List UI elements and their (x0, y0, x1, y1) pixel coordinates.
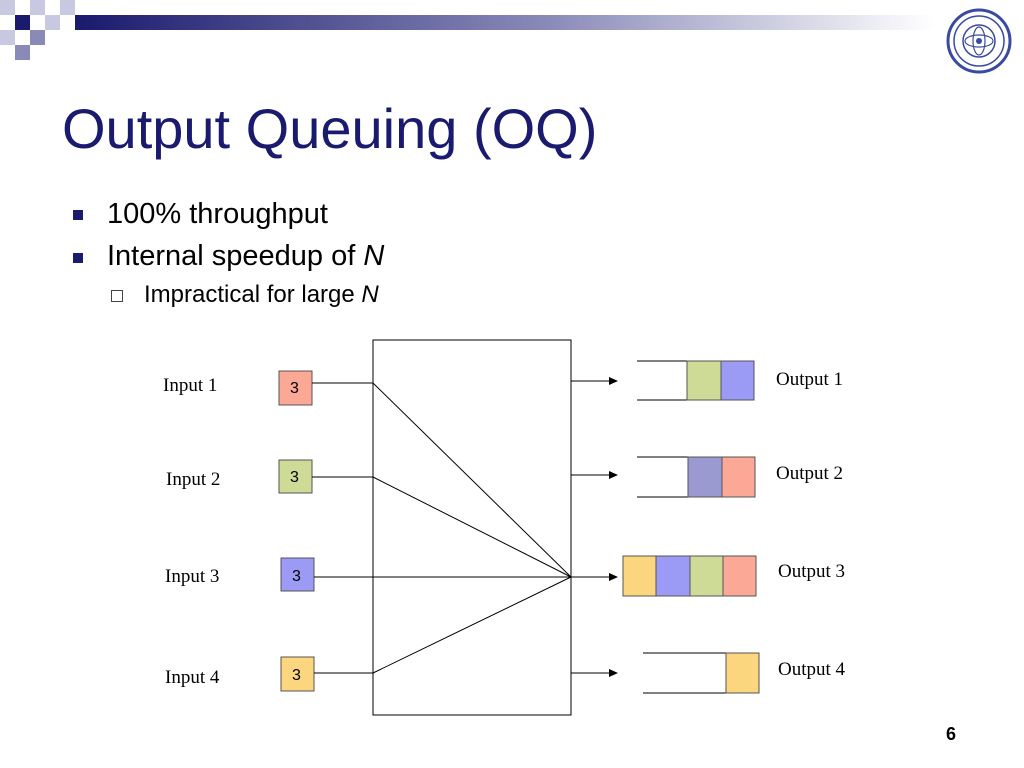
header-decoration (0, 0, 935, 60)
output-queue (637, 360, 755, 401)
fabric-connection (372, 476, 572, 578)
input-label: Input 4 (165, 667, 220, 688)
bullet-square-icon (73, 210, 83, 220)
fabric-connection (372, 382, 572, 578)
output-label: Output 1 (776, 369, 843, 390)
bullet-throughput: 100% throughput (107, 198, 328, 231)
output-arrow (571, 573, 618, 581)
output-queue (622, 555, 757, 597)
input-cell: 3 (278, 459, 313, 494)
output-queue (637, 456, 756, 498)
university-seal-icon (946, 8, 1012, 74)
output-arrow (571, 669, 618, 677)
bullet-emphasis: N (361, 281, 379, 308)
input-cell: 3 (280, 656, 315, 692)
output-queue (643, 652, 760, 694)
input-label: Input 3 (165, 566, 219, 587)
input-label: Input 2 (166, 469, 220, 490)
cell-number: 3 (290, 380, 299, 397)
bullet-speedup: Internal speedup of N (107, 240, 384, 273)
page-number: 6 (946, 724, 957, 744)
output-label: Output 3 (778, 561, 845, 582)
bullet-text: 100% throughput (107, 198, 328, 230)
sub-bullet-impractical: Impractical for large N (144, 281, 379, 309)
output-arrow (571, 471, 618, 479)
input-cell: 3 (278, 370, 313, 406)
fabric-connection (372, 576, 572, 674)
slide-title: Output Queuing (OQ) (62, 97, 598, 160)
cell-number: 3 (292, 568, 301, 585)
output-arrow (571, 377, 618, 385)
sub-bullet-square-icon (111, 290, 123, 302)
input-cell: 3 (280, 557, 315, 592)
cell-number: 3 (290, 469, 299, 486)
output-label: Output 4 (778, 659, 846, 680)
cell-number: 3 (292, 667, 301, 684)
input-label: Input 1 (163, 375, 217, 396)
bullet-emphasis: N (363, 240, 385, 272)
bullet-square-icon (73, 253, 83, 263)
bullet-text: Impractical for large (144, 281, 362, 308)
bullet-text: Internal speedup of (107, 240, 364, 272)
output-label: Output 2 (776, 463, 843, 484)
